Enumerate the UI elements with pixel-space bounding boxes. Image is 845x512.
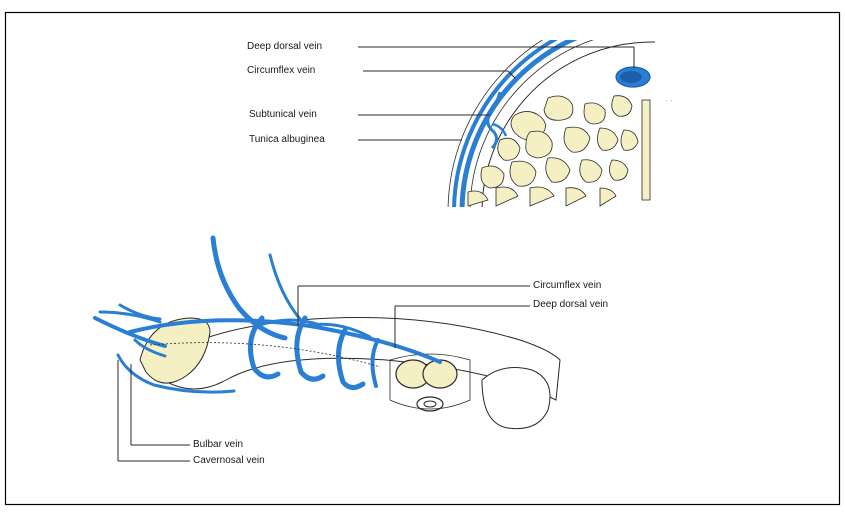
glans xyxy=(482,368,550,429)
label-cavernosal-vein: Cavernosal vein xyxy=(193,455,265,467)
label-subtunical-vein: Subtunical vein xyxy=(249,109,317,121)
label-deep-dorsal-vein-top: Deep dorsal vein xyxy=(247,41,322,53)
label-tunica-albuginea: Tunica albuginea xyxy=(249,134,325,146)
label-circumflex-vein-top: Circumflex vein xyxy=(247,65,315,77)
corpus-cavernosum-right xyxy=(423,360,457,388)
label-bulbar-vein: Bulbar vein xyxy=(193,439,243,451)
label-circumflex-vein-bottom: Circumflex vein xyxy=(533,280,601,292)
label-deep-dorsal-vein-bottom: Deep dorsal vein xyxy=(533,299,608,311)
svg-text:· ·: · · xyxy=(665,96,673,105)
